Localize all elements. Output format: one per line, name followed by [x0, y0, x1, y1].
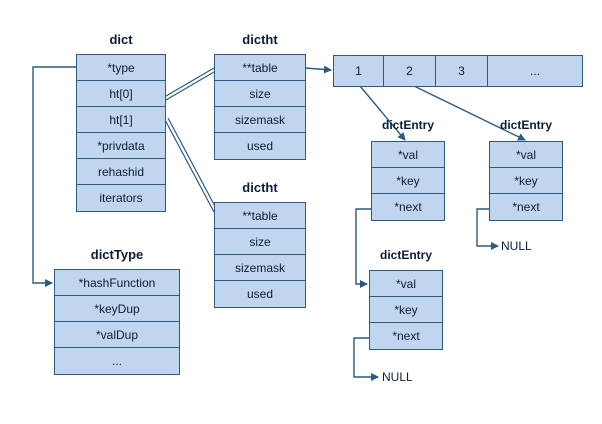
dictht1-struct: **table size sizemask used: [214, 202, 306, 308]
entry2-field-next: *next: [392, 329, 420, 343]
dicttype-title: dictType: [90, 247, 144, 262]
dictht1-field-table: **table: [215, 203, 305, 229]
link-ht1-to-dictht: [163, 117, 215, 213]
entry3-title: dictEntry: [499, 118, 552, 132]
entry1-field-val: *val: [372, 142, 444, 168]
arrow-table-to-buckets: [304, 65, 332, 74]
entry1-struct: *val *key *next: [371, 141, 445, 221]
dictht1-field-used: used: [246, 287, 274, 301]
bucket-3: 3: [436, 56, 488, 86]
dict-title: dict: [109, 32, 133, 47]
arrow-type-to-dicttype: [32, 66, 76, 287]
dicttype-field-ellipsis: ...: [111, 354, 122, 368]
dicttype-field-hashfunction: *hashFunction: [55, 270, 179, 296]
link-ht0-to-dictht-b: [165, 71, 215, 101]
entry3-field-key: *key: [490, 168, 562, 194]
arrow-bucket2-to-entry: [413, 85, 526, 141]
dict-field-type: *type: [77, 55, 165, 81]
dictht0-field-table: **table: [215, 55, 305, 81]
entry2-field-key: *key: [370, 297, 442, 323]
bucket-2: 2: [384, 56, 436, 86]
dictht0-field-size: size: [215, 81, 305, 107]
dict-field-rehashid: rehashid: [77, 159, 165, 185]
dict-field-ht0: ht[0]: [77, 81, 165, 107]
entry3-struct: *val *key *next: [489, 141, 563, 221]
bucket-1: 1: [334, 56, 384, 86]
entry2-field-val: *val: [370, 271, 442, 297]
entry2-struct: *val *key *next: [369, 270, 443, 350]
dicttype-struct: *hashFunction *keyDup *valDup ...: [54, 269, 180, 375]
arrow-bucket1-to-entry: [359, 85, 406, 141]
dicttype-field-keydup: *keyDup: [55, 296, 179, 322]
null-label-bottom: NULL: [382, 370, 413, 384]
entry3-field-next: *next: [512, 200, 540, 214]
arrow-entry1-next: [355, 208, 371, 288]
dict-struct: *type ht[0] ht[1] *privdata rehashid ite…: [76, 54, 166, 212]
link-ht1-to-dictht-b: [167, 117, 218, 211]
entry1-field-next: *next: [394, 200, 422, 214]
hash-table-buckets: 1 2 3 ...: [333, 55, 583, 87]
dictht1-title: dictht: [242, 180, 278, 195]
arrow-entry3-next-null: [476, 208, 499, 250]
entry3-field-val: *val: [490, 142, 562, 168]
dictht1-field-sizemask: sizemask: [215, 255, 305, 281]
bucket-ellipsis: ...: [529, 64, 540, 78]
dictht0-struct: **table size sizemask used: [214, 54, 306, 160]
entry2-title: dictEntry: [379, 248, 432, 262]
dicttype-field-valdup: *valDup: [55, 322, 179, 348]
dict-field-ht1: ht[1]: [77, 107, 165, 133]
entry1-field-key: *key: [372, 168, 444, 194]
null-label-right: NULL: [501, 239, 532, 253]
dict-field-iterators: iterators: [99, 191, 143, 205]
dict-field-privdata: *privdata: [77, 133, 165, 159]
entry1-title: dictEntry: [381, 118, 434, 132]
dictht1-field-size: size: [215, 229, 305, 255]
arrow-entry2-next-null: [353, 337, 379, 381]
dictht0-field-used: used: [246, 139, 274, 153]
dictht0-field-sizemask: sizemask: [215, 107, 305, 133]
dictht0-title: dictht: [242, 32, 278, 47]
link-ht0-to-dictht: [165, 67, 215, 97]
